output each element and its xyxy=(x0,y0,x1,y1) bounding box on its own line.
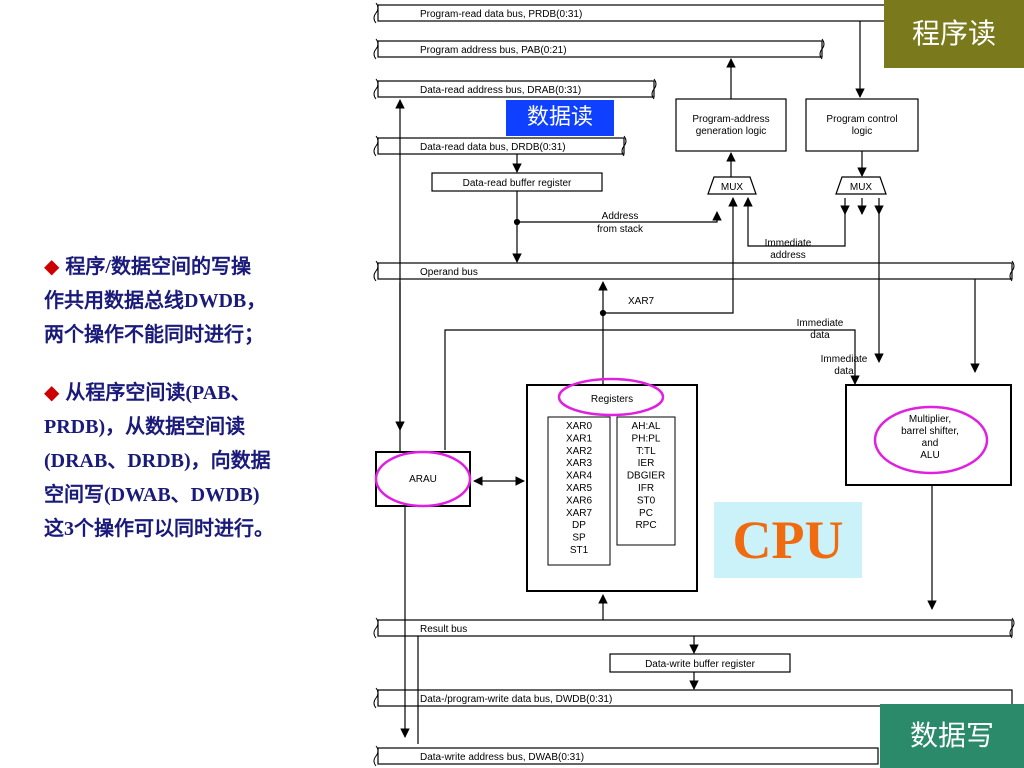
register-right-5: IFR xyxy=(638,483,654,494)
immediate-data-label-1: Immediate xyxy=(797,318,844,329)
alu-highlight-ellipse xyxy=(873,405,989,475)
program-read-badge: 程序读 xyxy=(884,0,1024,68)
mux-left-label: MUX xyxy=(721,182,744,193)
diamond-bullet-icon: ◆ xyxy=(44,382,60,404)
operand-bus: Operand bus xyxy=(373,260,1015,282)
data-read-buffer-label: Data-read buffer register xyxy=(463,178,572,189)
note-2-line-2: PRDB)，从数据空间读 xyxy=(44,416,246,438)
program-control-logic: Program control logic xyxy=(805,98,919,152)
immediate-data-label-4: data xyxy=(834,366,854,377)
register-left-2: XAR2 xyxy=(566,446,593,457)
register-right-4: DBGIER xyxy=(627,471,665,482)
register-left-4: XAR4 xyxy=(566,471,593,482)
alu-label-3: and xyxy=(922,438,939,449)
pag-label-1: Program-address xyxy=(692,114,769,125)
registers-highlight-ellipse xyxy=(557,377,665,417)
dwdb-label: Data-/program-write data bus, DWDB(0:31) xyxy=(420,694,612,705)
pcl-label-2: logic xyxy=(852,126,873,137)
register-right-3: IER xyxy=(638,458,655,469)
operand-bus-label: Operand bus xyxy=(420,267,478,278)
immediate-data-label-2: data xyxy=(810,330,830,341)
signal-wires xyxy=(395,21,980,744)
note-2-line-3: (DRAB、DRDB)，向数据 xyxy=(44,450,271,472)
alu-block: Multiplier, barrel shifter, and ALU xyxy=(845,384,1012,486)
note-1-line-3: 两个操作不能同时进行； xyxy=(44,324,264,346)
note-2-line-1: 从程序空间读(PAB、 xyxy=(65,382,251,404)
immediate-address-label-2: address xyxy=(770,250,806,261)
note-2: ◆从程序空间读(PAB、 PRDB)，从数据空间读 (DRAB、DRDB)，向数… xyxy=(44,376,344,546)
pab-bus: Program address bus, PAB(0:21) xyxy=(373,38,825,60)
note-1: ◆程序/数据空间的写操 作共用数据总线DWDB， 两个操作不能同时进行； xyxy=(44,250,344,352)
register-left-10: ST1 xyxy=(570,545,589,556)
alu-label-1: Multiplier, xyxy=(909,414,951,425)
note-1-line-2: 作共用数据总线DWDB， xyxy=(44,290,267,312)
register-left-6: XAR6 xyxy=(566,495,593,506)
register-left-7: XAR7 xyxy=(566,508,593,519)
xar7-label: XAR7 xyxy=(628,296,655,307)
dwdb-bus: Data-/program-write data bus, DWDB(0:31) xyxy=(373,687,1013,709)
data-write-badge: 数据写 xyxy=(880,704,1024,768)
drab-label: Data-read address bus, DRAB(0:31) xyxy=(420,85,581,96)
register-right-8: RPC xyxy=(635,520,656,531)
pag-label-2: generation logic xyxy=(696,126,767,137)
arau-label: ARAU xyxy=(409,474,437,485)
cpu-label: CPU xyxy=(714,502,862,578)
drdb-bus: Data-read data bus, DRDB(0:31) xyxy=(373,135,627,157)
note-2-line-4: 空间写(DWAB、DWDB) xyxy=(44,484,260,506)
register-left-3: XAR3 xyxy=(566,458,593,469)
registers-title: Registers xyxy=(591,394,633,405)
register-right-7: PC xyxy=(639,508,653,519)
address-from-stack-label-1: Address xyxy=(602,211,639,222)
address-from-stack-label-2: from stack xyxy=(597,224,644,235)
drab-bus: Data-read address bus, DRAB(0:31) xyxy=(373,78,657,100)
data-write-buffer-register: Data-write buffer register xyxy=(609,653,791,673)
notes-panel: ◆程序/数据空间的写操 作共用数据总线DWDB， 两个操作不能同时进行； ◆从程… xyxy=(44,250,344,570)
register-right-2: T:TL xyxy=(636,446,656,457)
register-left-9: SP xyxy=(572,533,586,544)
data-read-buffer-register: Data-read buffer register xyxy=(431,172,603,192)
register-right-1: PH:PL xyxy=(632,433,661,444)
note-1-line-1: 程序/数据空间的写操 xyxy=(65,256,251,278)
dwab-bus: Data-write address bus, DWAB(0:31) xyxy=(373,745,879,767)
dwab-label: Data-write address bus, DWAB(0:31) xyxy=(420,752,584,763)
immediate-address-label-1: Immediate xyxy=(765,238,812,249)
program-address-generation-logic: Program-address generation logic xyxy=(675,98,787,152)
register-left-1: XAR1 xyxy=(566,433,593,444)
data-write-buffer-label: Data-write buffer register xyxy=(645,659,756,670)
prdb-label: Program-read data bus, PRDB(0:31) xyxy=(420,9,582,20)
diamond-bullet-icon: ◆ xyxy=(44,256,60,278)
immediate-data-label-3: Immediate xyxy=(821,354,868,365)
register-left-8: DP xyxy=(572,520,586,531)
register-right-0: AH:AL xyxy=(632,421,661,432)
pab-label: Program address bus, PAB(0:21) xyxy=(420,45,567,56)
register-left-5: XAR5 xyxy=(566,483,593,494)
mux-right: MUX xyxy=(835,176,887,195)
pcl-label-1: Program control xyxy=(826,114,897,125)
arau-highlight-ellipse xyxy=(374,450,472,508)
prdb-bus: Program-read data bus, PRDB(0:31) xyxy=(373,2,899,24)
result-bus-label: Result bus xyxy=(420,624,467,635)
result-bus: Result bus xyxy=(373,617,1015,639)
register-left-0: XAR0 xyxy=(566,421,593,432)
register-right-6: ST0 xyxy=(637,495,656,506)
note-2-line-5: 这3个操作可以同时进行。 xyxy=(44,518,274,540)
alu-label-2: barrel shifter, xyxy=(901,426,959,437)
data-read-badge: 数据读 xyxy=(506,100,614,136)
mux-right-label: MUX xyxy=(850,182,873,193)
alu-label-4: ALU xyxy=(920,450,939,461)
drdb-label: Data-read data bus, DRDB(0:31) xyxy=(420,142,566,153)
registers-block: Registers XAR0XAR1XAR2XAR3XAR4XAR5XAR6XA… xyxy=(526,384,698,592)
mux-left: MUX xyxy=(707,176,757,195)
